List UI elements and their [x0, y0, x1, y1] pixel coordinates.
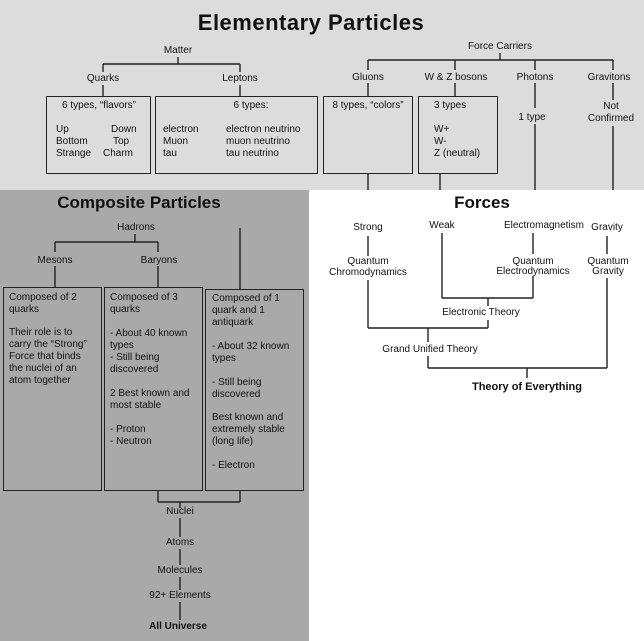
quark-up: Up: [56, 124, 69, 135]
atoms-label: Atoms: [165, 537, 195, 548]
mesons-box: Composed of 2 quarks Their role is to ca…: [3, 287, 102, 491]
lepton-electron: electron: [163, 124, 199, 135]
lepton-comp-line: - About 32 known: [212, 341, 290, 352]
meson-line: Their role is to: [9, 327, 73, 338]
baryon-line: Composed of 3: [110, 292, 178, 303]
gluons-label: Gluons: [352, 72, 384, 83]
meson-line: the nuclei of an: [9, 363, 77, 374]
elementary-panel: [0, 0, 644, 190]
quark-down: Down: [111, 124, 137, 135]
lepton-comp-line: - Electron: [212, 460, 255, 471]
weak-force-label: Weak: [429, 220, 455, 231]
qg-label-line2: Gravity: [592, 266, 624, 277]
meson-line: atom together: [9, 375, 71, 386]
lepton-types-box: 6 types: electron Muon tau electron neut…: [155, 96, 318, 174]
qcd-label-line1: Quantum: [347, 256, 389, 267]
lepton-comp-line: quark and 1: [212, 305, 265, 316]
lepton-comp-line: Best known and: [212, 412, 284, 423]
quark-strange: Strange: [56, 148, 92, 159]
forces-title: Forces: [454, 193, 510, 212]
molecules-label: Molecules: [157, 565, 203, 576]
wz-types-box: 3 types W+ W- Z (neutral): [418, 96, 498, 174]
gravitons-label: Gravitons: [587, 72, 631, 83]
force-carriers-label: Force Carriers: [468, 41, 532, 52]
forces-panel: [309, 190, 644, 641]
matter-label: Matter: [163, 45, 193, 56]
leptons-label: Leptons: [222, 73, 258, 84]
nuclei-label: Nuclei: [166, 506, 194, 517]
z-neutral: Z (neutral): [434, 148, 481, 159]
lepton-comp-line: (long life): [212, 436, 254, 447]
quark-charm: Charm: [103, 148, 134, 159]
all-universe-label: All Universe: [149, 621, 207, 632]
quark-bottom: Bottom: [56, 136, 88, 147]
quark-box-header: 6 types, “flavors”: [62, 100, 136, 111]
qed-label-line1: Quantum: [512, 256, 554, 267]
qcd-label-line2: Chromodynamics: [329, 267, 407, 278]
lepton-comp-line: types: [212, 353, 236, 364]
quark-flavors-box: 6 types, “flavors” Up Bottom Strange Dow…: [46, 96, 151, 174]
wz-bosons-label: W & Z bosons: [424, 72, 488, 83]
baryon-line: - Still being: [110, 352, 160, 363]
lepton-comp-line: extremely stable: [212, 424, 285, 435]
theory-of-everything-label: Theory of Everything: [471, 381, 583, 393]
baryon-line: - Proton: [110, 424, 146, 435]
baryon-line: most stable: [110, 400, 162, 411]
strong-force-label: Strong: [353, 222, 383, 233]
lepton-comp-line: Composed of 1: [212, 293, 280, 304]
lepton-tau: tau: [163, 148, 177, 159]
quark-top: Top: [113, 136, 130, 147]
elements-label: 92+ Elements: [149, 590, 211, 601]
meson-line: Composed of 2: [9, 292, 77, 303]
lepton-tau-neutrino: tau neutrino: [226, 148, 279, 159]
meson-line: quarks: [9, 304, 40, 315]
lepton-comp-line: discovered: [212, 389, 261, 400]
electromagnetism-label: Electromagnetism: [503, 220, 585, 231]
baryons-box: Composed of 3 quarks - About 40 known ty…: [104, 287, 203, 491]
baryon-line: discovered: [110, 364, 159, 375]
baryon-line: types: [110, 340, 134, 351]
wz-box-header: 3 types: [434, 100, 467, 111]
grand-unified-theory-label: Grand Unified Theory: [382, 344, 478, 355]
lepton-box-header: 6 types:: [233, 100, 269, 111]
gluon-colors-box: 8 types, “colors”: [323, 96, 413, 174]
electronic-theory-label: Electronic Theory: [442, 307, 520, 318]
lepton-muon: Muon: [163, 136, 189, 147]
composite-title: Composite Particles: [57, 193, 221, 212]
lepton-electron-neutrino: electron neutrino: [226, 124, 301, 135]
quarks-label: Quarks: [86, 73, 120, 84]
graviton-note-line2: Confirmed: [587, 113, 635, 124]
lepton-composition-box: Composed of 1 quark and 1 antiquark - Ab…: [205, 289, 304, 491]
meson-line: carry the “Strong”: [9, 339, 87, 350]
baryons-label: Baryons: [140, 255, 178, 266]
lepton-muon-neutrino: muon neutrino: [226, 136, 290, 147]
baryon-line: - Neutron: [110, 436, 152, 447]
baryon-line: - About 40 known: [110, 328, 188, 339]
composite-panel: [0, 190, 309, 641]
photons-label: Photons: [516, 72, 554, 83]
gluon-box-text: 8 types, “colors”: [332, 100, 404, 111]
gravity-label: Gravity: [591, 222, 623, 233]
graviton-note-line1: Not: [603, 101, 619, 112]
mesons-label: Mesons: [37, 255, 73, 266]
hadrons-label: Hadrons: [117, 222, 155, 233]
photon-note: 1 type: [518, 112, 546, 123]
w-minus: W-: [434, 136, 447, 147]
w-plus: W+: [434, 124, 450, 135]
qg-label-line1: Quantum: [587, 256, 629, 267]
lepton-comp-line: antiquark: [212, 317, 254, 328]
meson-line: Force that binds: [9, 351, 81, 362]
elementary-title: Elementary Particles: [197, 10, 425, 35]
baryon-line: quarks: [110, 304, 141, 315]
qed-label-line2: Electrodynamics: [496, 266, 570, 277]
lepton-comp-line: - Still being: [212, 377, 262, 388]
baryon-line: 2 Best known and: [110, 388, 190, 399]
